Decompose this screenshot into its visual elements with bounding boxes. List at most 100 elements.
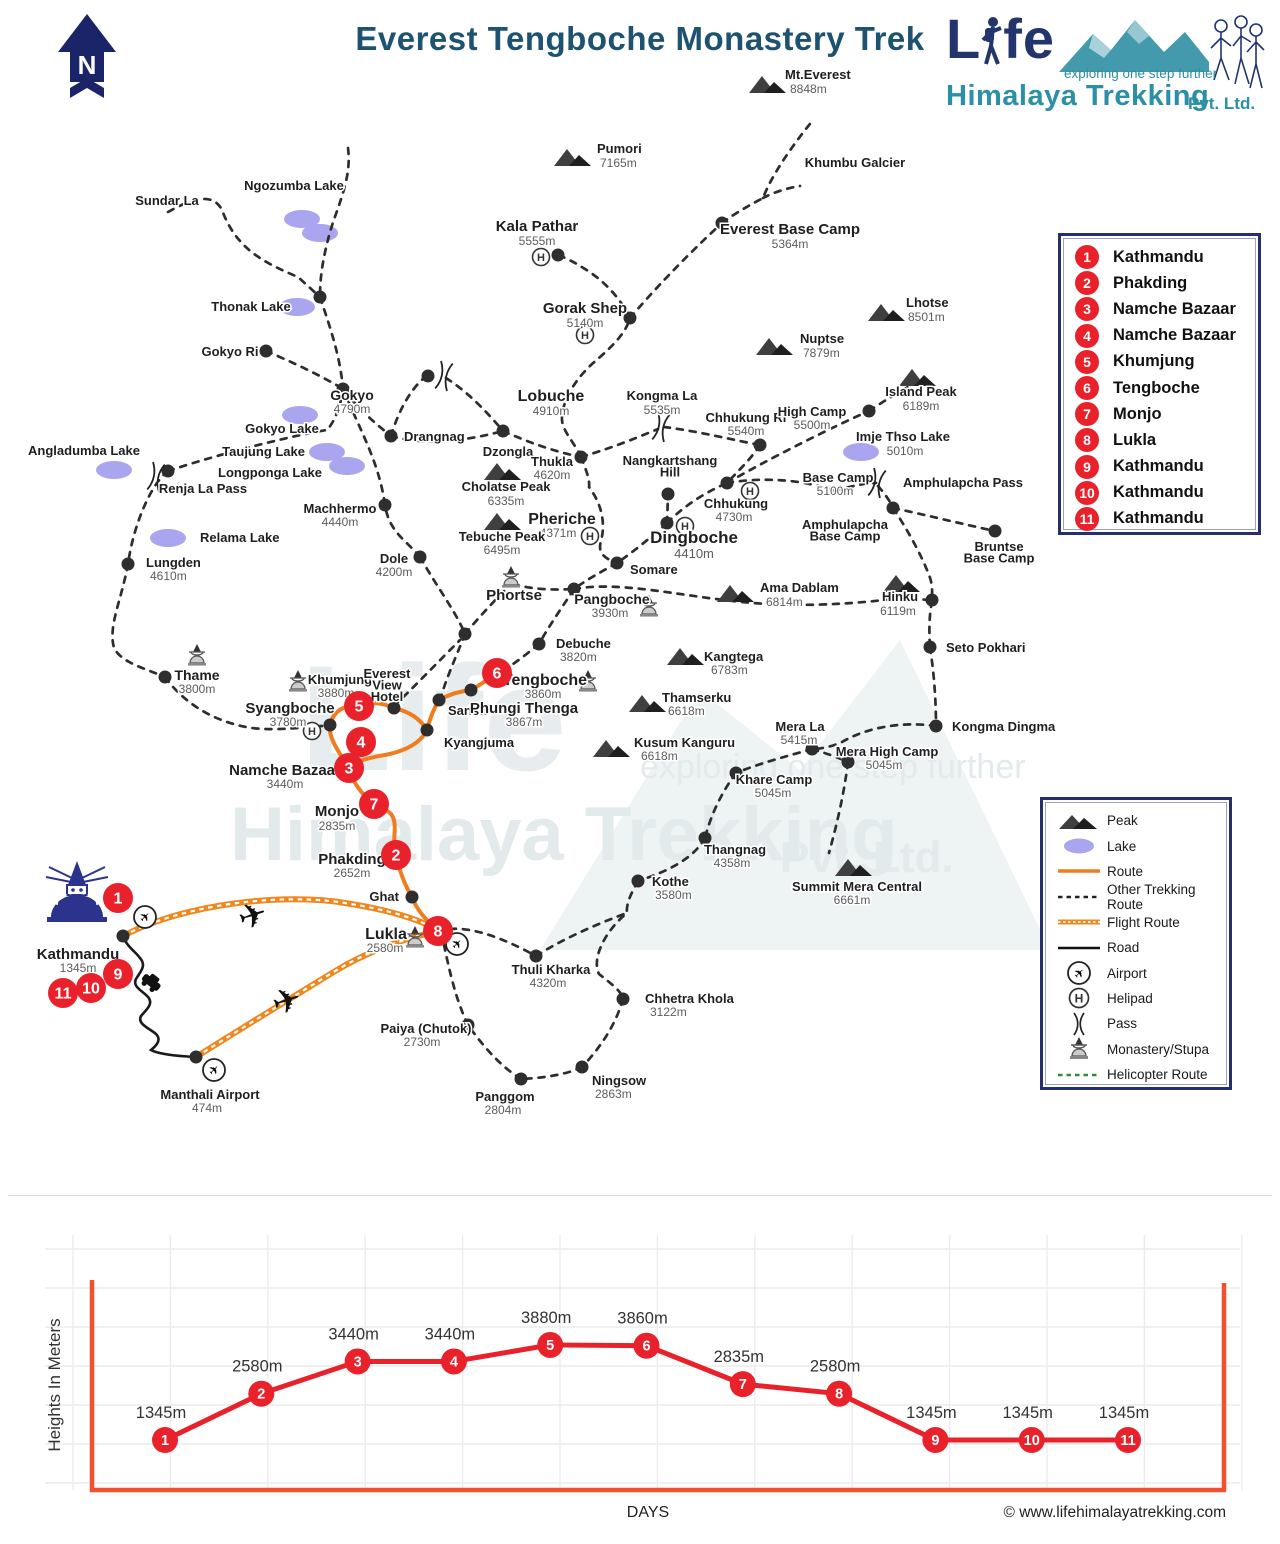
map-label: Hinku [882,589,918,604]
map-elevation-label: 5500m [794,418,831,432]
peak-icon [899,369,936,386]
chart-day-marker: 3 [344,1348,371,1375]
logo-mountain-icon [1059,20,1210,72]
legend-row-other-route: Other Trekking Route [1051,882,1229,912]
chart-day-marker: 11 [1115,1427,1141,1453]
airport-icon: ✈ [445,932,469,956]
y-axis-label: Heights In Meters [45,1318,64,1451]
map-elevation-label: 5535m [644,403,681,417]
map-elevation-label: 5540m [728,424,765,438]
helipad-icon: H [575,325,595,345]
itinerary-place-label: Kathmandu [1113,457,1204,476]
map-elevation-label: 4790m [334,402,371,416]
map-elevation-label: 6618m [668,704,705,718]
map-label: Chhukung Ri [706,410,787,425]
lake [309,443,345,461]
helipad-icon: H [580,526,600,546]
map-label: Renja La Pass [159,481,247,496]
legend-row-helipad: H Helipad [1051,986,1229,1011]
map-label: Imje Thso Lake [856,429,950,444]
place-node [189,1050,203,1064]
place-node [805,742,819,756]
map-label: Summit Mera Central [792,879,922,894]
place-node [464,683,478,697]
trail-node [116,929,130,943]
map-elevation-label: 6189m [903,399,940,413]
lake [150,529,186,547]
map-label: Chhetra Khola [645,991,735,1006]
map-label: Taujung Lake [222,444,305,459]
north-letter: N [78,50,97,80]
map-label: Ngozumba Lake [244,178,344,193]
map-label: Thuli Kharka [512,962,592,977]
chart-day-marker: 10 [1018,1427,1045,1453]
map-label: Hotel [371,689,404,704]
map-label: Drangnag [404,429,465,444]
route-marker: 9 [103,959,133,989]
pass-icon [867,467,887,499]
peak-icon [1051,811,1107,831]
map-elevation-label: 3800m [179,682,216,696]
map-label: Khumbu Galcier [805,155,905,170]
map-label: Pumori [597,141,642,156]
map-elevation-label: 2804m [485,1103,522,1117]
map-elevation-label: 6119m [880,604,916,618]
peak-icon [593,740,630,757]
elevation-value-label: 3440m [425,1325,475,1343]
map-elevation-label: 6335m [488,494,525,508]
map-label: Kongma La [627,388,699,403]
peak-icon [868,304,905,321]
map-label: Ghat [369,889,399,904]
map-elevation-label: 4371m [540,526,577,540]
svg-text:9: 9 [931,1433,939,1449]
pass-icon [146,461,166,493]
map-elevation-label: 4620m [534,468,571,482]
itinerary-day-number: 2 [1075,271,1099,296]
svg-text:11: 11 [1120,1433,1135,1449]
map-elevation-label: 3930m [592,606,629,620]
map-label: Lukla [365,926,407,943]
map-label: Everest Base Camp [720,221,860,238]
map-label: Namche Bazaar [229,762,341,779]
svg-text:5: 5 [355,699,364,716]
place-node [660,516,674,530]
peak-icon [554,149,591,166]
map-label: Manthali Airport [160,1087,260,1102]
map-label: Angladumba Lake [28,443,140,458]
route-marker: 3 [334,753,364,783]
map-label: Kothe [652,874,689,889]
map-label: Phungi Thenga [470,700,579,717]
map-elevation-label: 3867m [506,715,543,729]
map-elevation-label: 3580m [655,888,692,902]
route-marker: 6 [482,658,512,688]
map-label: Base Camp [964,551,1035,566]
itinerary-place-label: Tengboche [1113,378,1200,397]
chart-day-marker: 4 [440,1348,467,1375]
map-elevation-label: 2580m [367,941,404,955]
map-label: Sundar La [135,193,199,208]
logo-suffix: Pvt. Ltd. [1188,94,1256,113]
legend-row-lake: Lake [1051,833,1229,858]
logo-company-name: Himalaya Trekking [946,80,1210,112]
itinerary-place-label: Monjo [1113,404,1162,423]
legend-row-stupa: Monastery/Stupa [1051,1037,1229,1062]
map-label: Panggom [475,1089,534,1104]
map-label: Phortse [486,587,542,604]
map-legend: Peak Lake Route Other Trekking Route Fli… [1040,797,1232,1090]
map-label: Gorak Shep [543,300,627,317]
map-label: Tengboche [503,672,587,689]
helipad-icon: H [740,481,760,501]
map-label: Dingboche [650,528,738,547]
itinerary-place-label: Namche Bazaar [1113,299,1236,318]
place-node [384,429,398,443]
itinerary-day-number: 11 [1075,506,1099,531]
elevation-value-label: 2835m [714,1348,764,1366]
itinerary-place-label: Lukla [1113,430,1157,449]
place-node [121,557,135,571]
legend-row-pass: Pass [1051,1011,1229,1036]
chart-day-marker: 7 [729,1371,756,1398]
